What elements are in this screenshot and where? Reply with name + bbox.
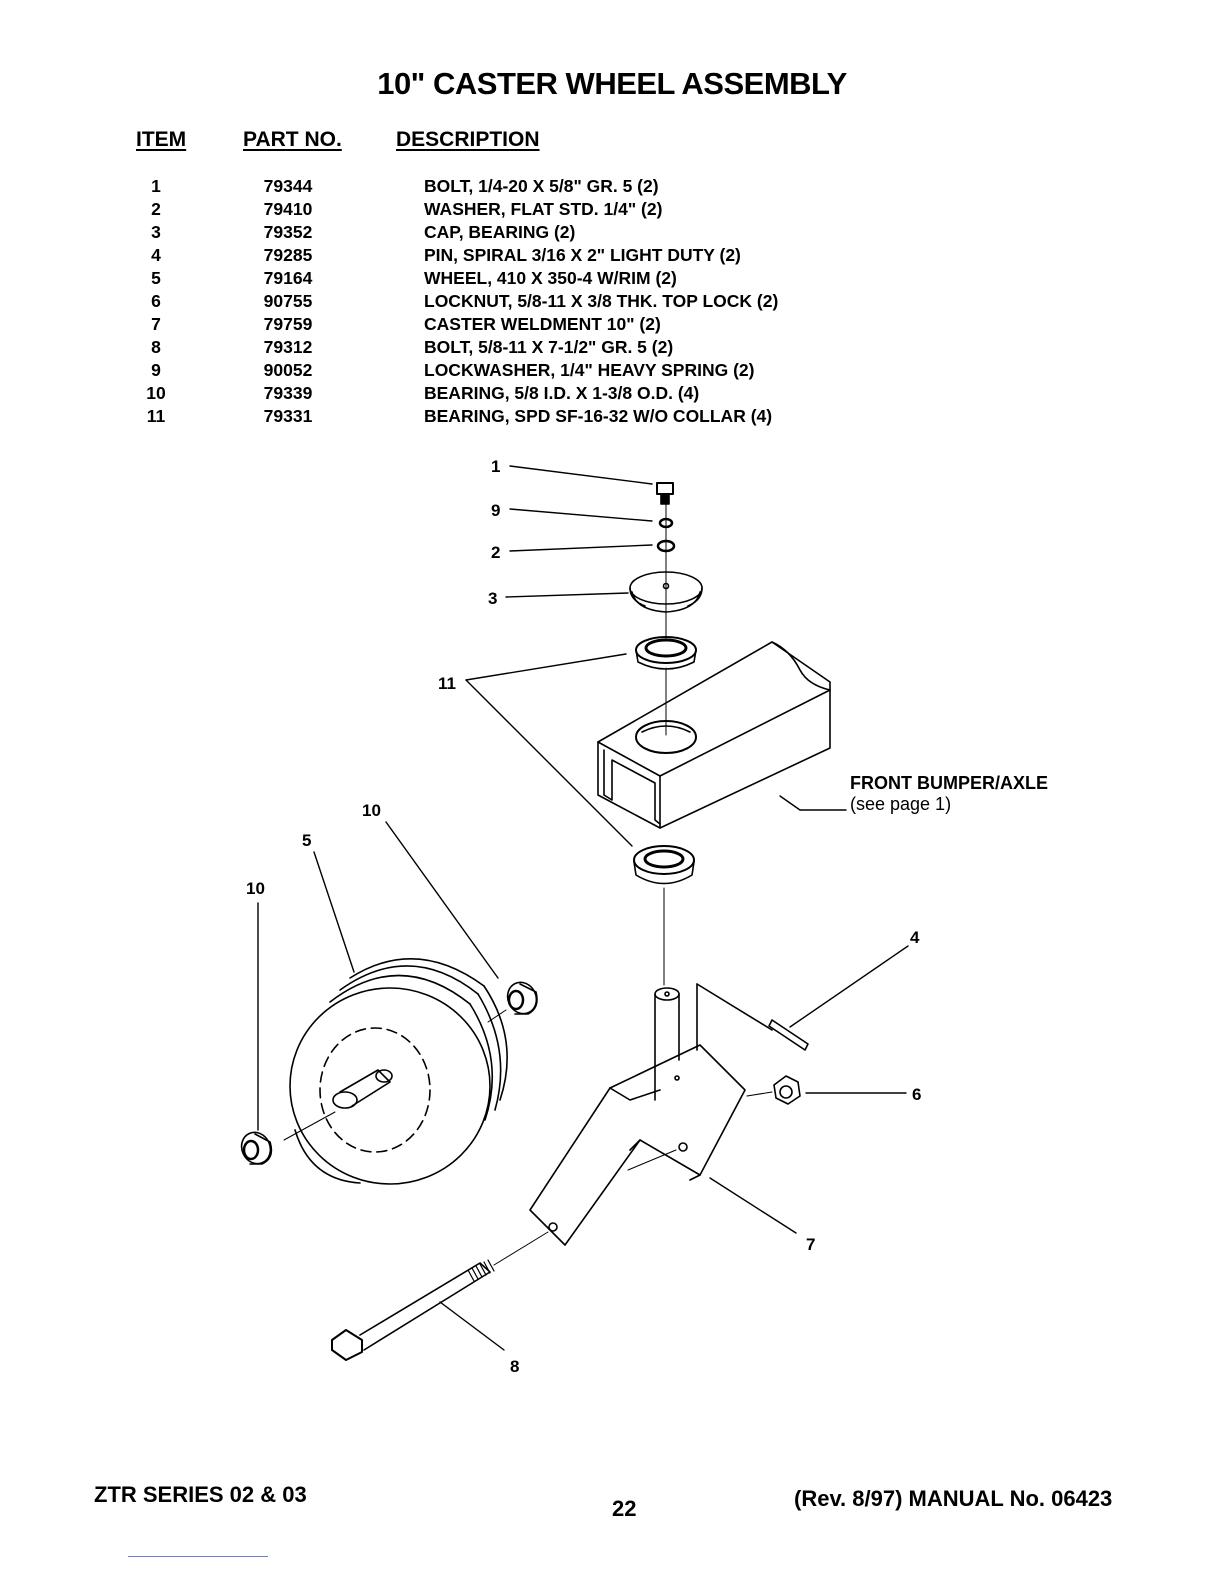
table-row: 8 79312 BOLT, 5/8-11 X 7-1/2" GR. 5 (2)	[0, 337, 1224, 360]
exploded-diagram: 1 9 2 3 11 10 5 10 4 6 7 8	[240, 457, 921, 1376]
part-number: 79331	[263, 406, 313, 426]
part-description: BOLT, 1/4-20 X 5/8" GR. 5 (2)	[424, 176, 659, 196]
table-row: 1 79344 BOLT, 1/4-20 X 5/8" GR. 5 (2)	[0, 176, 1224, 199]
callout-5: 5	[302, 831, 311, 850]
table-row: 6 90755 LOCKNUT, 5/8-11 X 3/8 THK. TOP LOC…	[0, 291, 1224, 314]
callout-11: 11	[438, 674, 456, 693]
callout-10: 10	[362, 801, 381, 820]
part-number: 79285	[263, 245, 313, 265]
part-description: BOLT, 5/8-11 X 7-1/2" GR. 5 (2)	[424, 337, 674, 357]
page-title: 10" CASTER WHEEL ASSEMBLY	[377, 66, 847, 101]
page-number: 22	[612, 1496, 637, 1521]
table-row: 4 79285 PIN, SPIRAL 3/16 X 2" LIGHT DUTY (…	[0, 245, 1224, 268]
callout-10: 10	[246, 879, 265, 898]
table-row: 2 79410 WASHER, FLAT STD. 1/4" (2)	[0, 199, 1224, 222]
callout-3: 3	[488, 589, 497, 608]
table-row: 3 79352 CAP, BEARING (2)	[0, 222, 1224, 245]
part-description: WASHER, FLAT STD. 1/4" (2)	[424, 199, 663, 219]
table-row: 9 90052 LOCKWASHER, 1/4" HEAVY SPRING (2)	[0, 360, 1224, 383]
bumper-reference-note: (see page 1)	[850, 794, 952, 814]
caster-weldment-part	[529, 983, 773, 1246]
leader-lines	[257, 465, 909, 1351]
part-description: BEARING, 5/8 I.D. X 1-3/8 O.D. (4)	[424, 383, 700, 403]
top-bearing-part	[635, 636, 697, 670]
part-description: LOCKNUT, 5/8-11 X 3/8 THK. TOP LOCK (2)	[424, 291, 779, 311]
flat-washer-part	[656, 539, 676, 553]
item-number: 3	[151, 222, 161, 242]
part-number: 79759	[263, 314, 313, 334]
callout-7: 7	[806, 1235, 815, 1254]
footer-manual-number: (Rev. 8/97) MANUAL No. 06423	[794, 1486, 1113, 1511]
item-number: 1	[151, 176, 161, 196]
bumper-reference-label: FRONT BUMPER/AXLE	[850, 773, 1048, 793]
callout-9: 9	[491, 501, 500, 520]
part-description: LOCKWASHER, 1/4" HEAVY SPRING (2)	[424, 360, 755, 380]
bumper-axle-part	[597, 641, 831, 829]
table-row: 11 79331 BEARING, SPD SF-16-32 W/O COLLAR …	[0, 406, 1224, 429]
item-number: 6	[151, 291, 161, 311]
item-number: 5	[151, 268, 161, 288]
header-part-no: PART NO.	[243, 128, 342, 151]
table-row: 5 79164 WHEEL, 410 X 350-4 W/RIM (2)	[0, 268, 1224, 291]
item-number: 10	[146, 383, 166, 403]
part-description: PIN, SPIRAL 3/16 X 2" LIGHT DUTY (2)	[424, 245, 741, 265]
footer-series: ZTR SERIES 02 & 03	[94, 1482, 307, 1507]
table-row: 10 79339 BEARING, 5/8 I.D. X 1-3/8 O.D. (4…	[0, 383, 1224, 406]
part-number: 79339	[263, 383, 313, 403]
callout-8: 8	[510, 1357, 519, 1376]
wheel-bearing-right-part	[487, 981, 538, 1023]
part-number: 90052	[263, 360, 313, 380]
callout-6: 6	[912, 1085, 921, 1104]
part-description: WHEEL, 410 X 350-4 W/RIM (2)	[424, 268, 677, 288]
part-number: 79410	[263, 199, 313, 219]
locknut-part	[746, 1075, 801, 1105]
long-bolt-part	[331, 1231, 549, 1361]
part-description: BEARING, SPD SF-16-32 W/O COLLAR (4)	[424, 406, 773, 426]
callout-4: 4	[910, 928, 920, 947]
item-number: 8	[151, 337, 161, 357]
callout-2: 2	[491, 543, 500, 562]
part-number: 79344	[263, 176, 313, 196]
wheel-part	[283, 958, 508, 1185]
item-number: 11	[146, 406, 166, 426]
part-number: 79312	[263, 337, 313, 357]
part-description: CAP, BEARING (2)	[424, 222, 576, 242]
link-underline	[128, 1556, 268, 1557]
header-description: DESCRIPTION	[396, 128, 540, 151]
part-description: CASTER WELDMENT 10" (2)	[424, 314, 661, 334]
wheel-bearing-left-part	[240, 1131, 273, 1165]
item-number: 7	[151, 314, 161, 334]
item-number: 4	[151, 245, 161, 265]
bottom-bearing-part	[633, 845, 695, 885]
part-number: 79164	[263, 268, 313, 288]
bearing-cap-part	[629, 571, 703, 613]
lockwasher-part	[658, 517, 674, 529]
callout-1: 1	[491, 457, 500, 476]
header-item: ITEM	[136, 128, 187, 151]
spiral-pin-part	[768, 1019, 809, 1051]
bolt-part	[656, 482, 674, 505]
table-row: 7 79759 CASTER WELDMENT 10" (2)	[0, 314, 1224, 337]
item-number: 9	[151, 360, 161, 380]
part-number: 90755	[263, 291, 313, 311]
part-number: 79352	[263, 222, 313, 242]
item-number: 2	[151, 199, 161, 219]
